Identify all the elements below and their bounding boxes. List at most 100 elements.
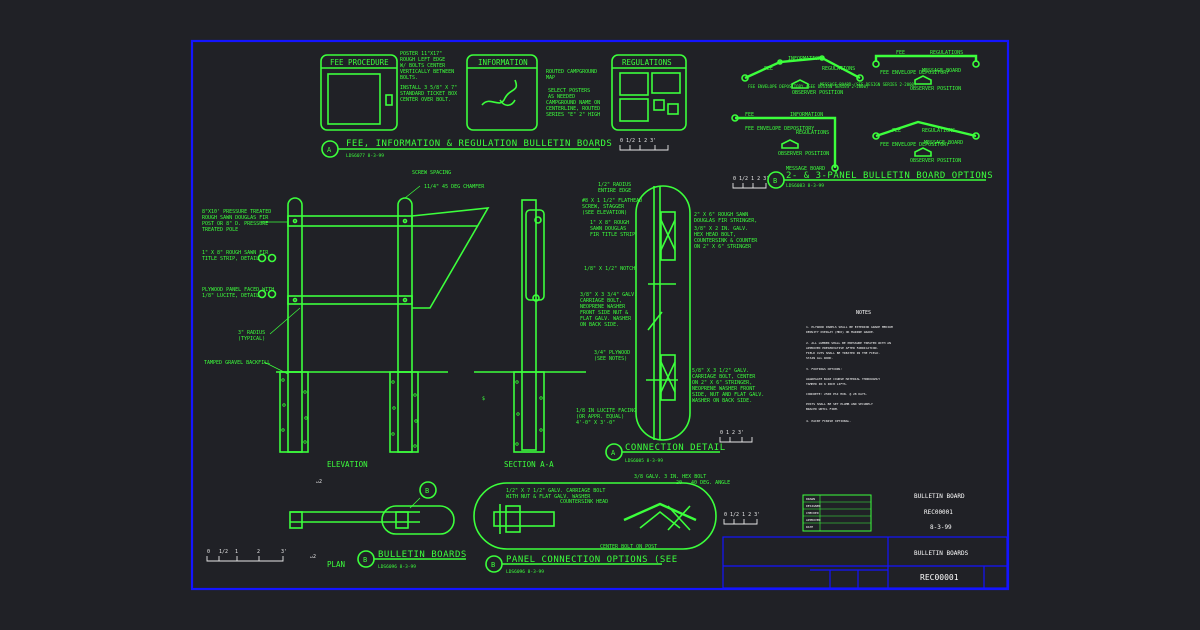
- svg-text:WASHER ON BACK SIDE.: WASHER ON BACK SIDE.: [692, 398, 752, 404]
- information-label: INFORMATION: [478, 58, 528, 67]
- svg-text:11/4" 45 DEG CHAMFER: 11/4" 45 DEG CHAMFER: [424, 184, 485, 190]
- sheet-border: [190, 39, 1010, 591]
- sheet-title: BULLETIN BOARDS: [914, 550, 969, 557]
- notes-title: NOTES: [856, 310, 871, 316]
- svg-text:5/8" X 3 1/2" GALV.: 5/8" X 3 1/2" GALV.: [692, 368, 749, 374]
- svg-text:STAIN ALL WOOD.: STAIN ALL WOOD.: [806, 356, 833, 360]
- top-panel-group: FEE PROCEDURE POSTER 11"X17" ROUGH LEFT …: [320, 51, 687, 159]
- svg-text:(OR APPR. EQUAL): (OR APPR. EQUAL): [576, 414, 624, 420]
- svg-text:W/ BOLTS CENTER: W/ BOLTS CENTER: [400, 63, 446, 69]
- svg-text:FEE: FEE: [745, 112, 754, 118]
- svg-text:ON 2" X 6" STRINGER: ON 2" X 6" STRINGER: [694, 244, 752, 250]
- svg-text:OBSERVER POSITION: OBSERVER POSITION: [910, 86, 961, 92]
- fee-procedure-panel: [320, 54, 398, 131]
- svg-text:NEOPRENE WASHER FRONT: NEOPRENE WASHER FRONT: [692, 386, 755, 392]
- scale-bar: [206, 556, 284, 562]
- svg-text:MESSAGE BOARD: MESSAGE BOARD: [922, 68, 961, 74]
- panel-connection-title: PANEL CONNECTION OPTIONS (SEE: [506, 555, 678, 565]
- svg-text:TREATED POLE: TREATED POLE: [202, 227, 238, 233]
- svg-text:MESSAGE BOARD: MESSAGE BOARD: [786, 166, 825, 172]
- svg-text:SCREW SPACING: SCREW SPACING: [412, 170, 451, 176]
- regulations-panel: [611, 54, 687, 131]
- svg-text:2. ALL LUMBER SHALL BE PRESSUR: 2. ALL LUMBER SHALL BE PRESSURE TREATED …: [806, 341, 891, 345]
- svg-text:SIDE, NUT AND FLAT GALV.: SIDE, NUT AND FLAT GALV.: [692, 392, 764, 398]
- svg-text:OBSERVER POSITION: OBSERVER POSITION: [792, 90, 843, 96]
- header-title: BULLETIN BOARD: [914, 493, 965, 500]
- svg-text:A: A: [327, 146, 332, 154]
- svg-text:1/8" X 1/2" NOTCH: 1/8" X 1/2" NOTCH: [584, 266, 635, 272]
- svg-text:1: 1: [235, 549, 238, 555]
- svg-text:STANDARD TICKET BOX: STANDARD TICKET BOX: [400, 91, 457, 97]
- panel-connection-options: 1/2" X 7 1/2" GALV. CARRIAGE BOLT WITH N…: [473, 474, 760, 575]
- svg-text:REGULATIONS: REGULATIONS: [796, 130, 829, 136]
- scale-bar-top: 0 1/2 1 2 3': [619, 138, 669, 151]
- svg-text:FIELD CUTS SHALL BE TREATED IN: FIELD CUTS SHALL BE TREATED IN THE FIELD…: [806, 351, 880, 355]
- svg-text:AGGREGATE BASE COURSE MATERIAL: AGGREGATE BASE COURSE MATERIAL THOROUGHL…: [806, 377, 880, 381]
- svg-text:POST OR 8" D. PRESSURE: POST OR 8" D. PRESSURE: [202, 221, 268, 227]
- svg-text:HEX HEAD BOLT,: HEX HEAD BOLT,: [694, 232, 736, 238]
- header-date: 8-3-99: [930, 524, 952, 531]
- svg-text:2: 2: [257, 549, 260, 555]
- svg-text:FEE ENVELOPE DEPOSITORY: FEE ENVELOPE DEPOSITORY: [880, 142, 949, 148]
- svg-text:#8 X 1 1/2" FLATHEAD: #8 X 1 1/2" FLATHEAD: [582, 198, 642, 204]
- notes-block: NOTES 1. PLYWOOD PANELS SHALL BE EXTERIO…: [806, 310, 893, 423]
- svg-text:REGULATIONS: REGULATIONS: [930, 50, 963, 56]
- svg-text:1. PLYWOOD PANELS SHALL BE EXT: 1. PLYWOOD PANELS SHALL BE EXTERIOR GRAD…: [806, 325, 893, 329]
- connection-notes-left: 1/2" RADIUS ENTIRE EDGE #8 X 1 1/2" FLAT…: [576, 182, 642, 426]
- svg-text:0 1/2 1 2 3': 0 1/2 1 2 3': [733, 176, 769, 182]
- top-sub: LDS6077 8-3-99: [346, 153, 384, 159]
- svg-text:B: B: [425, 487, 429, 495]
- section-label: SECTION A-A: [504, 460, 554, 469]
- section-view: $ SECTION A-A: [474, 199, 586, 469]
- svg-text:1/8" LUCITE, DETAIL: 1/8" LUCITE, DETAIL: [202, 293, 259, 299]
- svg-text:3': 3': [281, 549, 287, 555]
- regulations-label: REGULATIONS: [622, 58, 672, 67]
- svg-text:0 1 2 3': 0 1 2 3': [720, 430, 744, 436]
- svg-text:DOUGLAS FIR STRINGER,: DOUGLAS FIR STRINGER,: [694, 218, 757, 224]
- svg-text:CAMPGROUND NAME ON: CAMPGROUND NAME ON: [546, 100, 600, 106]
- svg-text:INFORMATION: INFORMATION: [790, 112, 823, 118]
- connection-title: CONNECTION DETAIL: [625, 443, 726, 453]
- plan-sub: LDS6096 8-3-99: [378, 564, 416, 570]
- svg-text:FEE ENVELOPE DEPOSITORY: FEE ENVELOPE DEPOSITORY: [880, 70, 949, 76]
- svg-text:(SEE NOTES): (SEE NOTES): [594, 356, 627, 362]
- svg-text:NEOPRENE WASHER: NEOPRENE WASHER: [580, 304, 626, 310]
- elevation-view: 8"X10' PRESSURE TREATED ROUGH SAWN DOUGL…: [202, 170, 490, 469]
- svg-text:COUNTERSINK HEAD: COUNTERSINK HEAD: [560, 499, 608, 505]
- svg-text:FLAT GALV. WASHER: FLAT GALV. WASHER: [580, 316, 632, 322]
- svg-text:ON 2" X 6" STRINGER,: ON 2" X 6" STRINGER,: [692, 380, 752, 386]
- svg-text:3/8" X 3 3/4" GALV.: 3/8" X 3 3/4" GALV.: [580, 292, 637, 298]
- svg-text:BRACED UNTIL FIRM.: BRACED UNTIL FIRM.: [806, 407, 839, 411]
- svg-text:INFORMATION: INFORMATION: [788, 56, 821, 62]
- svg-text:SELECT POSTERS: SELECT POSTERS: [548, 88, 590, 94]
- svg-text:APPROVED PRESERVATIVE AFTER FA: APPROVED PRESERVATIVE AFTER FABRICATION.: [806, 346, 878, 350]
- plan-view: B ↵2 ↵2 0 1/2 1 2 3' PLAN B BULLETIN BOA…: [206, 479, 467, 570]
- footing-right: [389, 371, 419, 453]
- svg-text:↵2: ↵2: [310, 554, 316, 560]
- svg-text:VERTICALLY BETWEEN: VERTICALLY BETWEEN: [400, 69, 454, 75]
- svg-text:SAWN DOUGLAS: SAWN DOUGLAS: [590, 226, 626, 232]
- svg-text:DRAWN: DRAWN: [806, 497, 815, 501]
- svg-text:3/4" PLYWOOD: 3/4" PLYWOOD: [594, 350, 630, 356]
- svg-text:CARRIAGE BOLT,: CARRIAGE BOLT,: [580, 298, 622, 304]
- svg-text:0: 0: [207, 549, 210, 555]
- svg-text:4'-0" X 3'-0": 4'-0" X 3'-0": [576, 420, 615, 426]
- svg-text:3. FOOTINGS OPTIONS:: 3. FOOTINGS OPTIONS:: [806, 367, 842, 371]
- svg-text:ENTIRE EDGE: ENTIRE EDGE: [598, 188, 631, 194]
- svg-text:OBSERVER POSITION: OBSERVER POSITION: [778, 151, 829, 157]
- footing-left: [279, 371, 309, 453]
- options-sub: LDS6083 8-3-99: [786, 183, 824, 189]
- campground-map-sketch: [481, 79, 518, 107]
- svg-text:POSTS SHALL BE SET PLUMB AND S: POSTS SHALL BE SET PLUMB AND SECURELY: [806, 402, 873, 406]
- svg-text:4. PAINT FINISH OPTIONAL.: 4. PAINT FINISH OPTIONAL.: [806, 419, 851, 423]
- svg-text:TITLE STRIP, DETAIL: TITLE STRIP, DETAIL: [202, 256, 259, 262]
- connection-sub: LDS6085 8-3-99: [625, 458, 663, 464]
- svg-text:3/8" X 2 IN. GALV.: 3/8" X 2 IN. GALV.: [694, 226, 748, 232]
- svg-text:1/2" RADIUS: 1/2" RADIUS: [598, 182, 631, 188]
- svg-text:0 1/2 1 2 3': 0 1/2 1 2 3': [620, 138, 656, 144]
- plan-title: BULLETIN BOARDS: [378, 550, 467, 560]
- svg-text:OBSERVER POSITION: OBSERVER POSITION: [910, 158, 961, 164]
- svg-text:CHECKED: CHECKED: [806, 511, 819, 515]
- svg-text:COUNTERSINK & COUNTER: COUNTERSINK & COUNTER: [694, 238, 758, 244]
